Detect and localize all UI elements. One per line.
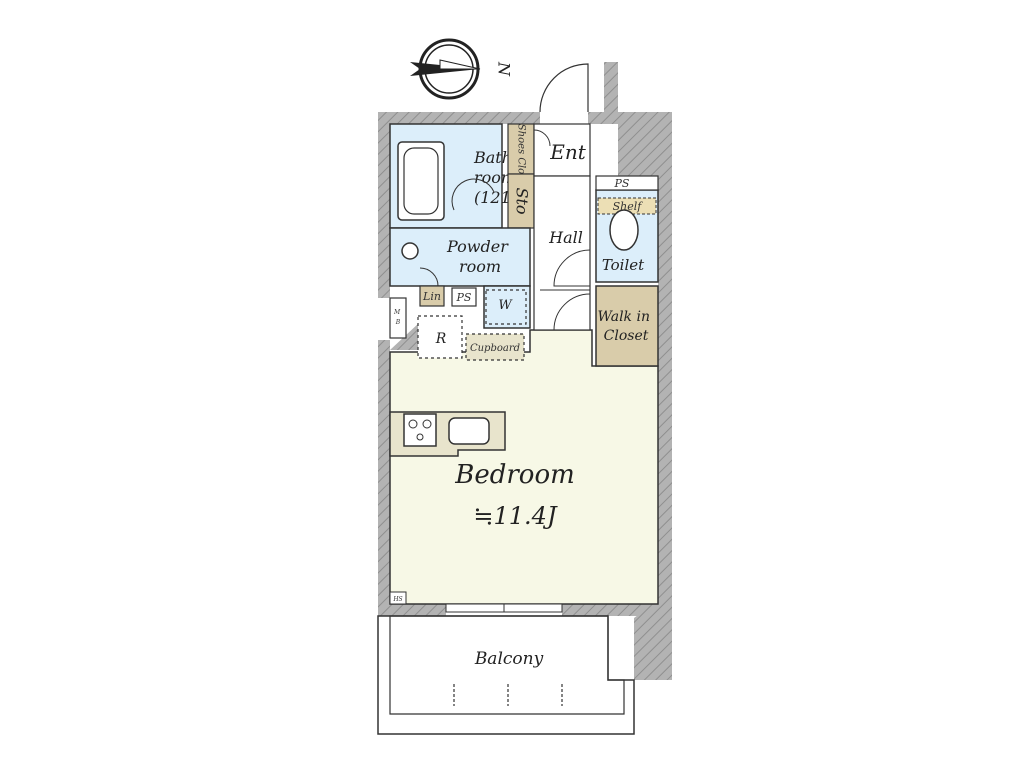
washer-space bbox=[485, 289, 527, 325]
stove-icon bbox=[403, 413, 437, 447]
hall: Hall bbox=[533, 175, 591, 331]
shelf-label: Shelf bbox=[613, 200, 644, 213]
bathtub-icon bbox=[397, 141, 445, 221]
pipe-space-2-label: PS bbox=[614, 177, 630, 190]
shoes-closet: Shoes Clo bbox=[507, 123, 535, 175]
sink-icon bbox=[448, 417, 490, 445]
hall-label: Hall bbox=[548, 228, 583, 247]
storage-label: Sto bbox=[513, 187, 532, 214]
balcony-sliding-door bbox=[445, 603, 563, 613]
bedroom-area: ≒11.4J bbox=[473, 502, 558, 530]
pipe-space-2: PS bbox=[595, 175, 659, 191]
compass-icon: N bbox=[410, 38, 514, 100]
meter-box: M B bbox=[389, 297, 407, 339]
balcony-drains bbox=[453, 684, 563, 706]
linen: Lin bbox=[419, 285, 445, 307]
toilet-label: Toilet bbox=[602, 256, 645, 274]
cupboard-label: Cupboard bbox=[470, 343, 520, 354]
pipe-space-1: PS bbox=[451, 287, 477, 307]
refrigerator-space: R bbox=[417, 315, 463, 359]
hs-label: HS bbox=[392, 596, 402, 603]
storage: Sto bbox=[507, 173, 535, 229]
svg-text:M B: M B bbox=[393, 309, 402, 326]
kitchen-counter bbox=[389, 411, 506, 457]
washer-label: W bbox=[498, 298, 513, 313]
walk-in-closet: Walk in Closet bbox=[595, 285, 659, 367]
walk-in-closet-label: Walk in Closet bbox=[598, 309, 655, 344]
linen-label: Lin bbox=[422, 290, 441, 303]
shoes-closet-label: Shoes Clo bbox=[516, 124, 527, 174]
toilet-room: Shelf Toilet bbox=[595, 189, 659, 283]
pipe-space-1-label: PS bbox=[456, 291, 472, 304]
toilet-icon bbox=[609, 209, 639, 251]
washbasin-icon bbox=[401, 242, 419, 260]
cupboard: Cupboard bbox=[465, 333, 525, 361]
powder-room-label: Powder room bbox=[446, 237, 513, 276]
entrance: Ent bbox=[533, 63, 591, 197]
north-label: N bbox=[495, 61, 514, 77]
bathroom: Bath room (1216) bbox=[389, 123, 527, 229]
bedroom-label: Bedroom bbox=[454, 460, 575, 490]
powder-room: Powder room W bbox=[389, 227, 531, 329]
bedroom: Bedroom ≒11.4J bbox=[389, 329, 659, 605]
hs-box: HS bbox=[389, 591, 407, 605]
entrance-label: Ent bbox=[549, 140, 586, 164]
balcony: Balcony bbox=[377, 615, 635, 735]
balcony-label: Balcony bbox=[474, 649, 544, 669]
refrigerator-label: R bbox=[435, 331, 447, 347]
